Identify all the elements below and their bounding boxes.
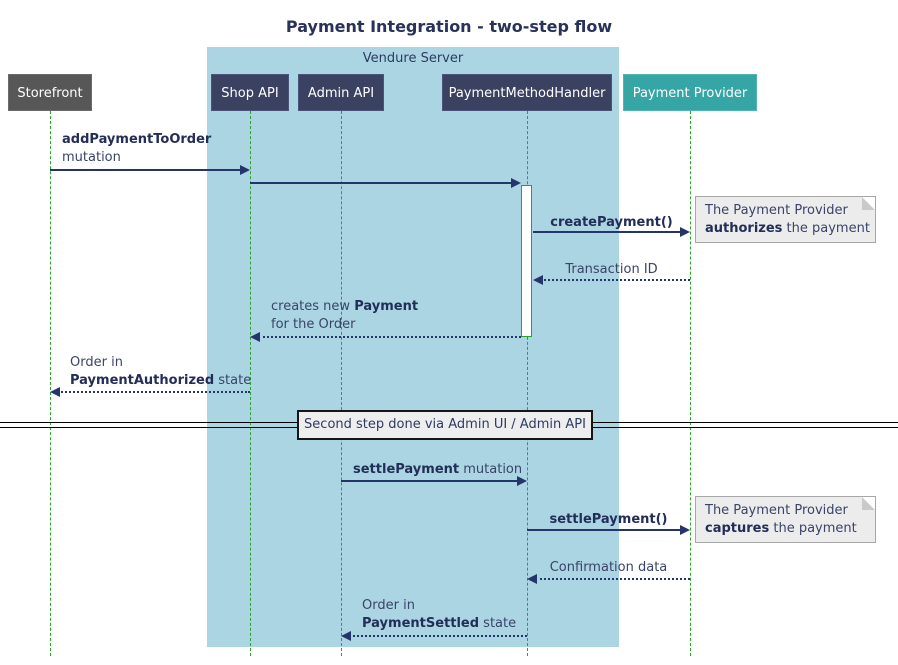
message-line-create-payment (533, 231, 681, 233)
participant-storefront: Storefront (8, 74, 92, 111)
diagram-title: Payment Integration - two-step flow (285, 17, 613, 36)
lifeline-payment-method-handler (527, 111, 528, 656)
message-line-confirmation (535, 578, 690, 580)
message-label-add-payment-bold: addPaymentToOrder (62, 132, 212, 147)
message-label-creates-payment-bold: Payment (354, 299, 419, 314)
message-line-shop-to-handler (250, 182, 512, 184)
message-label-order-in-1: Order in (70, 355, 123, 370)
message-line-payment-settled (349, 635, 527, 637)
note-fold-icon (862, 197, 875, 210)
message-line-settle-call (527, 529, 681, 531)
lifeline-shop-api (250, 111, 251, 656)
arrowhead-shop-to-handler (511, 178, 521, 188)
message-label-create-payment: createPayment() (533, 214, 690, 232)
message-label-transaction-id: Transaction ID (565, 262, 658, 277)
lifeline-admin-api (341, 111, 342, 656)
message-label-payment-settled: Order in PaymentSettled state (362, 597, 516, 633)
note-fold-icon (862, 497, 875, 510)
note-captures-rest: the payment (769, 521, 857, 536)
arrowhead-settle-call (680, 525, 690, 535)
message-label-creates-payment-pre: creates new (271, 299, 355, 314)
message-label-payment-settled-rest: state (479, 616, 517, 631)
message-label-payment-settled-bold: PaymentSettled (362, 616, 480, 631)
arrowhead-confirmation (527, 574, 537, 584)
arrowhead-transaction-id (533, 275, 543, 285)
note-captures: The Payment Provider captures the payment (695, 496, 876, 543)
message-label-settle-mutation-rest: mutation (459, 462, 523, 477)
activation-bar-payment-method-handler (521, 185, 532, 337)
message-label-payment-authorized-bold: PaymentAuthorized (70, 373, 215, 388)
arrowhead-create-payment (680, 227, 690, 237)
message-line-add-payment (50, 169, 241, 171)
message-label-create-payment-text: createPayment() (550, 215, 673, 230)
message-label-confirmation: Confirmation data (549, 560, 668, 575)
lifeline-payment-provider (690, 111, 691, 656)
message-label-settle-call: settlePayment() (527, 511, 690, 529)
message-line-settle-mutation (341, 480, 518, 482)
message-label-creates-payment-line2: for the Order (271, 317, 356, 332)
message-label-payment-authorized-rest: state (214, 373, 252, 388)
vendure-server-box (207, 47, 619, 647)
note-authorizes-line1: The Payment Provider (705, 203, 848, 218)
arrowhead-add-payment (240, 165, 250, 175)
message-label-creates-payment: creates new Payment for the Order (271, 298, 418, 334)
arrowhead-payment-settled (341, 631, 351, 641)
vendure-server-label: Vendure Server (362, 51, 464, 66)
note-captures-bold: captures (705, 521, 770, 536)
arrowhead-payment-authorized (50, 387, 60, 397)
note-authorizes-rest: the payment (782, 221, 870, 236)
message-line-creates-payment (258, 336, 521, 338)
message-label-add-payment-rest: mutation (62, 150, 121, 165)
arrowhead-settle-mutation (517, 476, 527, 486)
note-authorizes-bold: authorizes (705, 221, 783, 236)
message-label-order-in-2: Order in (362, 598, 415, 613)
note-authorizes: The Payment Provider authorizes the payme… (695, 196, 876, 243)
message-line-transaction-id (541, 279, 690, 281)
message-line-payment-authorized (58, 391, 250, 393)
message-label-settle-mutation: settlePayment mutation (353, 461, 522, 479)
participant-shop-api: Shop API (211, 74, 289, 111)
message-label-add-payment: addPaymentToOrder mutation (62, 131, 211, 167)
lifeline-storefront (50, 111, 51, 656)
divider-label: Second step done via Admin UI / Admin AP… (297, 410, 593, 440)
message-label-settle-call-text: settlePayment() (549, 512, 668, 527)
participant-payment-method-handler: PaymentMethodHandler (442, 74, 612, 111)
message-label-settle-mutation-bold: settlePayment (353, 462, 460, 477)
note-captures-line1: The Payment Provider (705, 503, 848, 518)
participant-payment-provider: Payment Provider (623, 74, 757, 111)
arrowhead-creates-payment (250, 332, 260, 342)
participant-admin-api: Admin API (298, 74, 384, 111)
message-label-payment-authorized: Order in PaymentAuthorized state (70, 354, 251, 390)
